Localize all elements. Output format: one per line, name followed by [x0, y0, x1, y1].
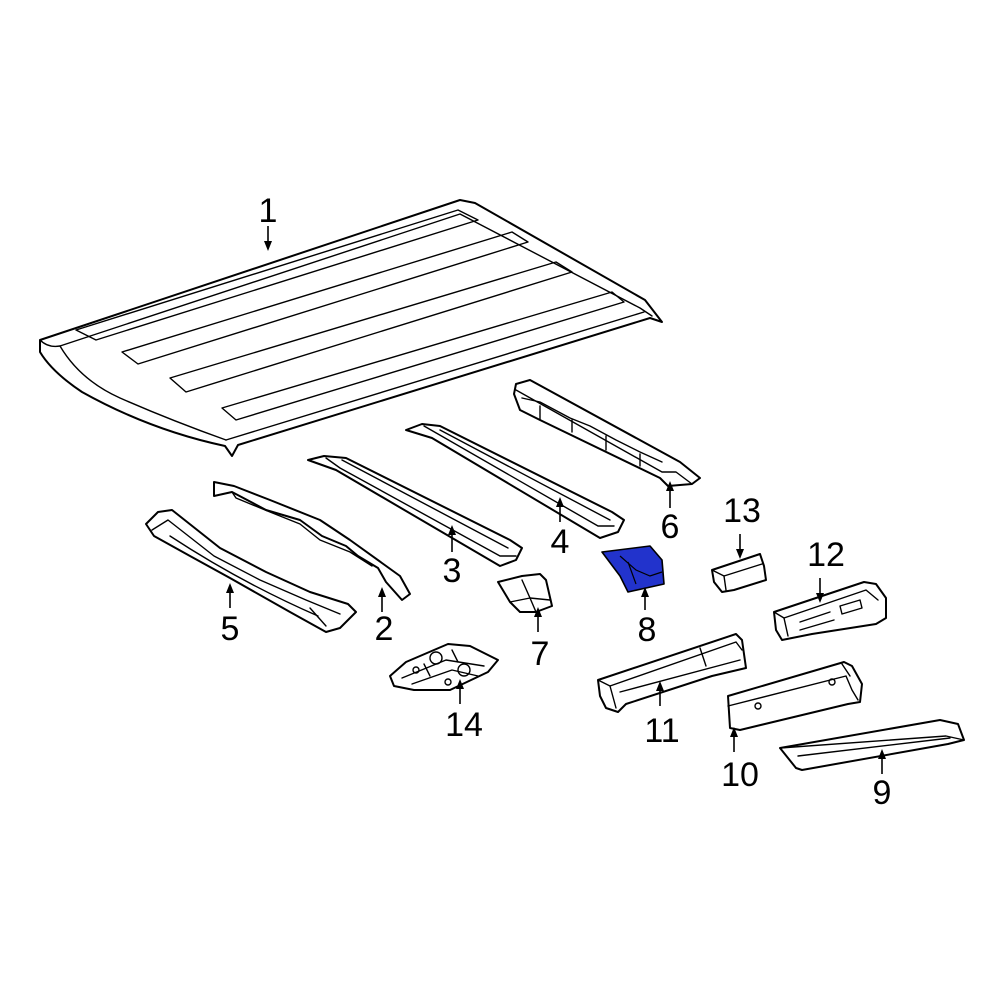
- part-6-rear-header[interactable]: [513, 379, 701, 487]
- callout-3[interactable]: 3: [443, 552, 462, 590]
- part-1-roof-panel[interactable]: [39, 199, 663, 457]
- callout-1[interactable]: 1: [259, 192, 278, 230]
- part-9-lower-rail[interactable]: [779, 719, 965, 771]
- callout-12[interactable]: 12: [807, 536, 845, 574]
- part-4-roof-bow[interactable]: [405, 423, 625, 539]
- callout-labels: 1 2 3 4 5 6 7 8 9 10 11 12 13 14: [221, 192, 892, 812]
- part-13-small-bracket[interactable]: [711, 553, 767, 593]
- callout-6[interactable]: 6: [661, 508, 680, 546]
- part-12-pillar-reinforcement[interactable]: [773, 581, 887, 641]
- part-7-bracket[interactable]: [497, 573, 553, 613]
- callout-11[interactable]: 11: [644, 712, 679, 750]
- callout-4[interactable]: 4: [551, 523, 570, 561]
- callout-7[interactable]: 7: [531, 635, 550, 673]
- callout-5[interactable]: 5: [221, 610, 240, 648]
- callout-9[interactable]: 9: [873, 774, 892, 812]
- callout-2[interactable]: 2: [375, 610, 394, 648]
- part-3-roof-bow[interactable]: [307, 455, 523, 567]
- part-14-mounting-plate[interactable]: [389, 643, 499, 691]
- callout-8[interactable]: 8: [638, 611, 657, 649]
- part-2-front-header[interactable]: [213, 481, 411, 601]
- callout-14[interactable]: 14: [445, 706, 483, 744]
- part-8-reinforcement[interactable]: [601, 545, 665, 593]
- callout-10[interactable]: 10: [721, 756, 759, 794]
- part-10-side-rail[interactable]: [727, 661, 863, 731]
- part-5-windshield-header[interactable]: [145, 509, 357, 633]
- callout-leaders: [226, 226, 886, 774]
- callout-13[interactable]: 13: [723, 492, 761, 530]
- part-11-side-rail[interactable]: [597, 633, 747, 713]
